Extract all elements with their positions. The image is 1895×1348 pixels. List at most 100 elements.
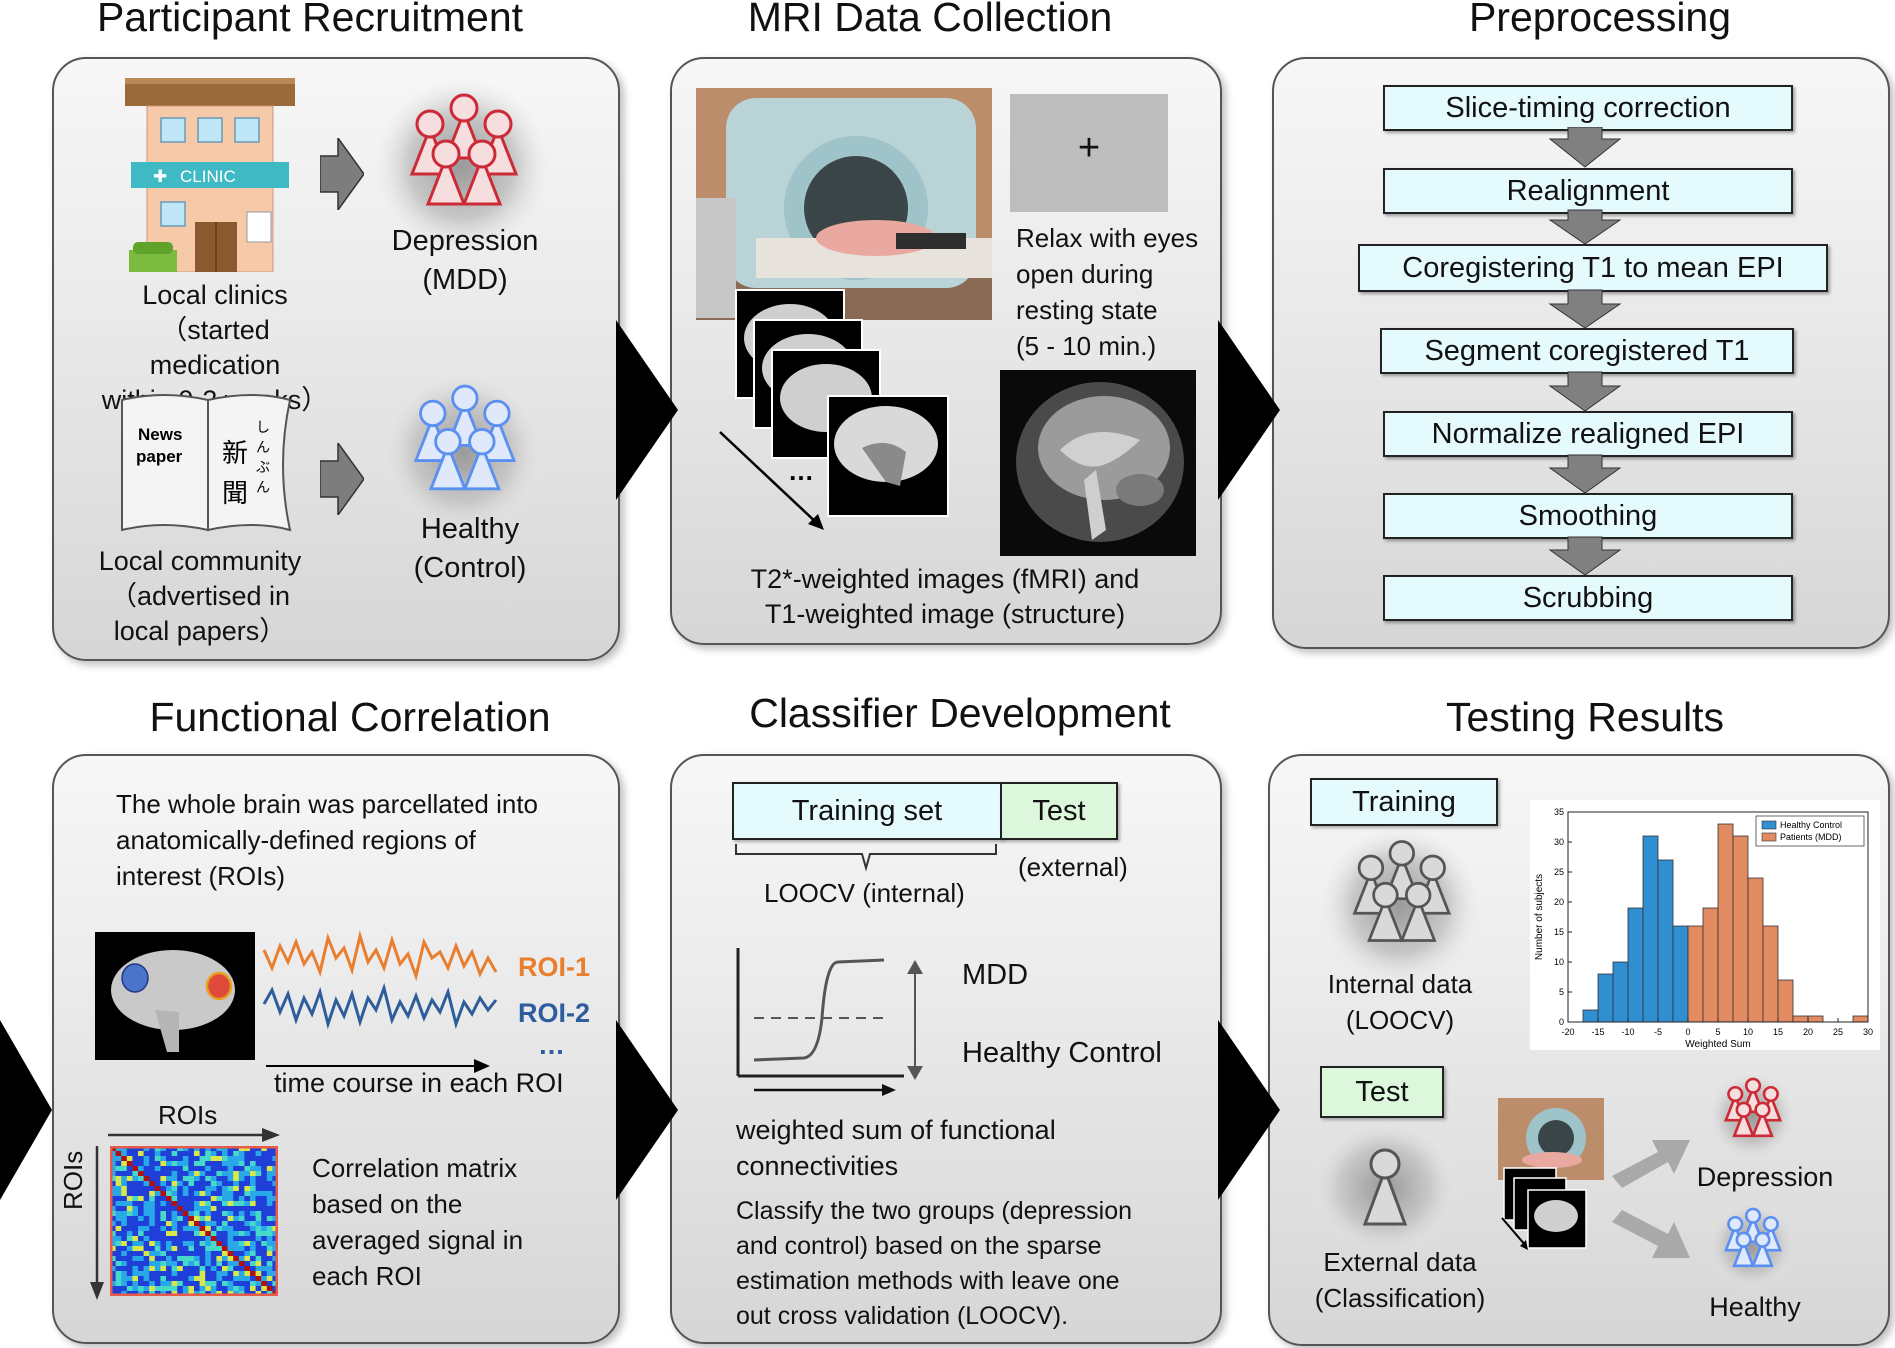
matrix-cell (126, 1156, 133, 1162)
matrix-cell (238, 1246, 245, 1252)
matrix-cell (266, 1206, 273, 1212)
matrix-cell (222, 1211, 229, 1217)
matrix-cell (182, 1271, 189, 1277)
matrix-cell (255, 1261, 262, 1267)
matrix-cell (154, 1156, 161, 1162)
matrix-cell (222, 1256, 229, 1262)
matrix-cell (110, 1286, 117, 1292)
matrix-cell (188, 1271, 195, 1277)
grey-arrow-down-icon (1612, 1210, 1690, 1258)
matrix-cell (250, 1156, 257, 1162)
matrix-cell (272, 1271, 278, 1277)
matrix-cell (272, 1206, 278, 1212)
matrix-cell (255, 1256, 262, 1262)
matrix-cell (205, 1256, 212, 1262)
healthy-bar (1642, 835, 1659, 1023)
matrix-cell (160, 1276, 167, 1282)
matrix-cell (210, 1166, 217, 1172)
matrix-cell (171, 1216, 178, 1222)
matrix-cell (244, 1256, 251, 1262)
svg-text:…: … (788, 456, 814, 486)
matrix-cell (233, 1151, 240, 1157)
matrix-cell (166, 1216, 173, 1222)
matrix-cell (171, 1161, 178, 1167)
matrix-cell (126, 1196, 133, 1202)
matrix-cell (138, 1161, 145, 1167)
matrix-cell (110, 1241, 117, 1247)
matrix-cell (166, 1226, 173, 1232)
matrix-cell (244, 1181, 251, 1187)
matrix-cell (210, 1201, 217, 1207)
matrix-cell (216, 1286, 223, 1292)
matrix-cell (199, 1201, 206, 1207)
matrix-cell (115, 1236, 122, 1242)
matrix-cell (188, 1251, 195, 1257)
matrix-cell (250, 1191, 257, 1197)
roi-timecourse-plot (262, 930, 498, 1073)
matrix-cell (177, 1241, 184, 1247)
matrix-cell (194, 1271, 201, 1277)
matrix-cell (216, 1156, 223, 1162)
matrix-cell (115, 1211, 122, 1217)
matrix-cell (255, 1226, 262, 1232)
grey-arrow-up-icon (1612, 1140, 1690, 1188)
matrix-cell (210, 1151, 217, 1157)
matrix-cell (250, 1151, 257, 1157)
matrix-cell (227, 1156, 234, 1162)
matrix-cell (149, 1171, 156, 1177)
matrix-cell (115, 1186, 122, 1192)
matrix-cell (132, 1251, 139, 1257)
testing-title: Testing Results (1445, 694, 1724, 740)
matrix-cell (222, 1266, 229, 1272)
matrix-cell (160, 1161, 167, 1167)
test-label-box: Test (1320, 1066, 1444, 1118)
matrix-cell (210, 1241, 217, 1247)
matrix-cell (205, 1186, 212, 1192)
matrix-cell (272, 1236, 278, 1242)
matrix-cell (205, 1251, 212, 1257)
matrix-cell (250, 1276, 257, 1282)
matrix-cell (138, 1156, 145, 1162)
matrix-cell (250, 1186, 257, 1192)
matrix-cell (238, 1186, 245, 1192)
matrix-cell (255, 1201, 262, 1207)
matrix-cell (266, 1251, 273, 1257)
matrix-cell (199, 1181, 206, 1187)
matrix-cell (194, 1181, 201, 1187)
matrix-cell (121, 1191, 128, 1197)
matrix-cell (177, 1181, 184, 1187)
classifier-title: Classifier Development (749, 690, 1171, 736)
matrix-cell (222, 1201, 229, 1207)
matrix-cell (238, 1251, 245, 1257)
matrix-cell (250, 1166, 257, 1172)
matrix-cell (171, 1191, 178, 1197)
matrix-cell (166, 1251, 173, 1257)
matrix-cell (149, 1191, 156, 1197)
matrix-cell (115, 1241, 122, 1247)
matrix-cell (166, 1261, 173, 1267)
matrix-cell (121, 1181, 128, 1187)
matrix-cell (121, 1166, 128, 1172)
matrix-cell (238, 1211, 245, 1217)
matrix-cell (210, 1236, 217, 1242)
matrix-cell (255, 1171, 262, 1177)
matrix-cell (272, 1166, 278, 1172)
matrix-cell (194, 1281, 201, 1287)
matrix-cell (233, 1286, 240, 1292)
matrix-cell (194, 1196, 201, 1202)
matrix-cell (255, 1236, 262, 1242)
matrix-cell (182, 1181, 189, 1187)
matrix-cell (222, 1276, 229, 1282)
matrix-cell (171, 1221, 178, 1227)
matrix-cell (126, 1191, 133, 1197)
matrix-cell (171, 1151, 178, 1157)
matrix-cell (143, 1186, 150, 1192)
matrix-cell (266, 1186, 273, 1192)
matrix-cell (121, 1221, 128, 1227)
matrix-cell (121, 1236, 128, 1242)
matrix-cell (138, 1166, 145, 1172)
matrix-cell (233, 1206, 240, 1212)
matrix-cell (272, 1161, 278, 1167)
matrix-cell (115, 1286, 122, 1292)
matrix-cell (205, 1221, 212, 1227)
